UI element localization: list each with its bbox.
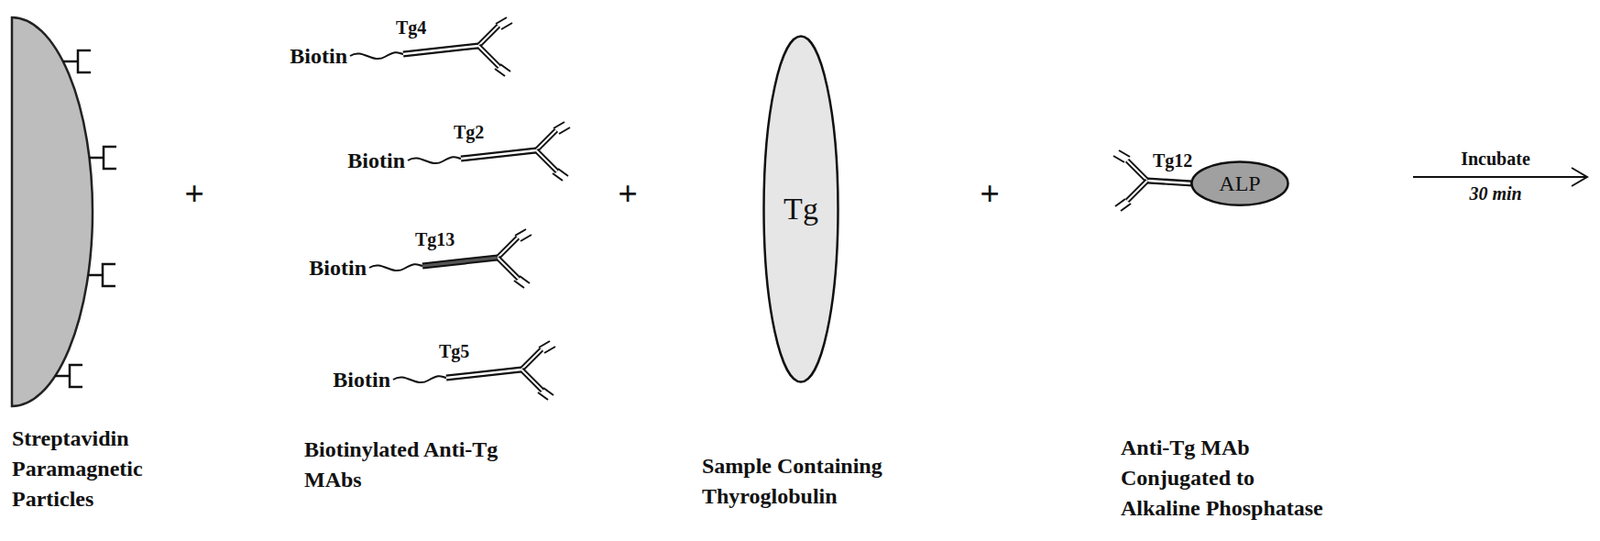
biotinylated-antibody xyxy=(369,229,532,288)
caption: Biotinylated Anti-Tg MAbs xyxy=(304,434,525,495)
thyroglobulin-ellipse: Tg xyxy=(762,34,840,384)
plus-sign-text: + xyxy=(979,174,1000,215)
antibody-label: Tg5 xyxy=(438,340,470,362)
biotin-label: Biotin xyxy=(332,367,391,394)
antibody-label: Tg4 xyxy=(395,17,427,39)
biotin-label: Biotin xyxy=(347,148,406,175)
plus-sign: + xyxy=(979,174,1000,215)
biotinylated-antibody xyxy=(407,121,570,181)
plus-sign-text: + xyxy=(617,174,638,215)
antibody-label-text: Tg2 xyxy=(453,121,484,143)
caption-text: Anti-Tg MAb Conjugated to Alkaline Phosp… xyxy=(1120,432,1334,524)
antibody-label: Tg12 xyxy=(1152,150,1193,172)
caption: Streptavidin Paramagnetic Particles xyxy=(11,423,159,515)
alp-ellipse: ALP xyxy=(1190,160,1290,207)
caption: Sample Containing Thyroglobulin xyxy=(701,450,922,512)
plus-sign: + xyxy=(184,174,205,215)
biotin-label-text: Biotin xyxy=(289,43,348,70)
time-label: 30 min xyxy=(1468,183,1522,205)
antibody-label: Tg13 xyxy=(415,229,455,251)
antibody-label-text: Tg4 xyxy=(395,17,427,39)
biotinylated-antibody xyxy=(393,340,556,400)
caption: Anti-Tg MAb Conjugated to Alkaline Phosp… xyxy=(1120,432,1334,524)
antibody-label-text: Tg5 xyxy=(438,340,470,362)
time-label-text: 30 min xyxy=(1468,183,1522,205)
ellipse-shape xyxy=(1192,161,1289,205)
paramagnetic-particle xyxy=(11,17,93,406)
antibody-label: Tg2 xyxy=(453,121,484,143)
ellipse-shape xyxy=(764,36,839,383)
plus-sign: + xyxy=(617,174,638,215)
plus-sign-text: + xyxy=(184,174,205,215)
caption-text: Streptavidin Paramagnetic Particles xyxy=(11,423,159,515)
node-text: Tg xyxy=(783,191,819,226)
biotin-label: Biotin xyxy=(289,43,348,70)
biotin-label-text: Biotin xyxy=(347,148,406,175)
caption-text: Biotinylated Anti-Tg MAbs xyxy=(304,434,525,495)
caption-text: Sample Containing Thyroglobulin xyxy=(701,450,922,512)
biotinylated-antibody xyxy=(350,17,513,77)
antibody-label-text: Tg12 xyxy=(1152,150,1193,172)
biotin-label: Biotin xyxy=(308,255,367,282)
biotin-label-text: Biotin xyxy=(332,367,391,394)
biotin-label-text: Biotin xyxy=(308,255,367,282)
streptavidin-brackets xyxy=(54,50,117,387)
step-label: Incubate xyxy=(1460,148,1531,170)
step-label-text: Incubate xyxy=(1460,148,1531,170)
antibody-label-text: Tg13 xyxy=(415,229,455,251)
conjugated-antibody xyxy=(1113,150,1193,211)
node-text: ALP xyxy=(1218,171,1261,196)
